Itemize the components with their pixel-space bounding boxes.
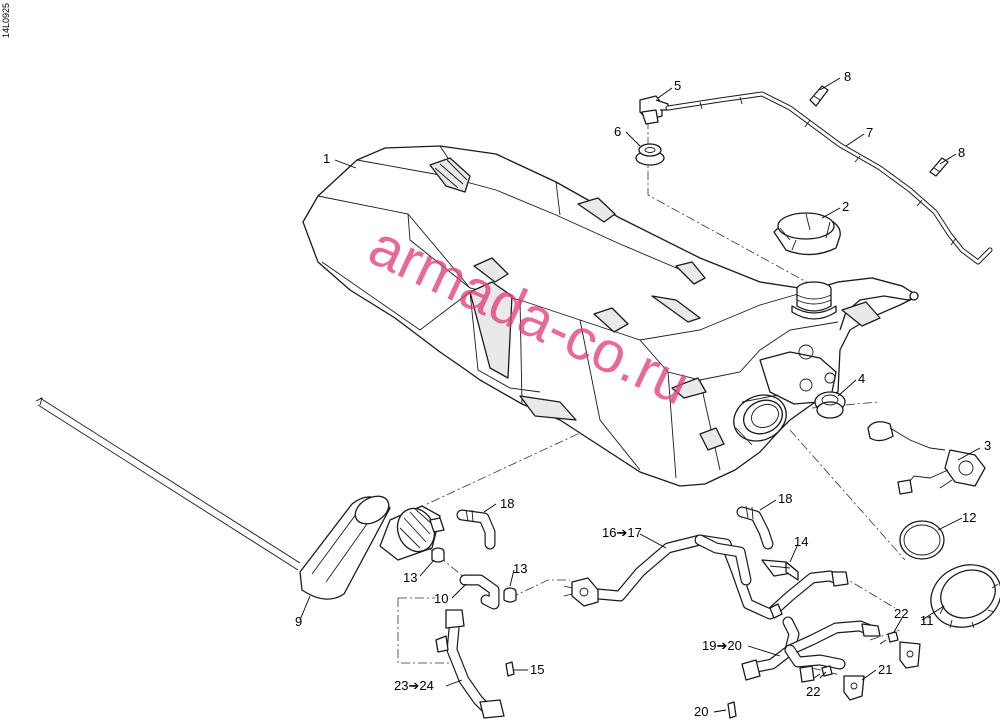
elbow-hose-right xyxy=(736,505,774,550)
callout-13-right: 13 xyxy=(513,561,527,576)
callout-14: 14 xyxy=(794,534,808,549)
callout-22-upper: 22 xyxy=(894,606,908,621)
hose-cap-right xyxy=(503,587,517,603)
drawing-id: 14L0925 xyxy=(1,3,11,38)
callout-20: 20 xyxy=(694,704,708,719)
fuel-tank xyxy=(302,145,919,487)
screw-lower xyxy=(813,665,833,679)
callout-3: 3 xyxy=(984,438,991,453)
callout-19-20: 19➔20 xyxy=(702,638,742,653)
callout-9: 9 xyxy=(295,614,302,629)
callout-10: 10 xyxy=(434,591,448,606)
hose-cap-left xyxy=(431,547,445,563)
callout-8-upper: 8 xyxy=(844,69,851,84)
callout-labels: 1 2 3 4 5 6 7 8 8 9 11 12 13 10 13 18 18… xyxy=(295,69,991,719)
pump-seal-ring xyxy=(899,520,945,560)
small-pin-20 xyxy=(727,701,737,719)
callout-8-lower: 8 xyxy=(958,145,965,160)
pump-lock-ring xyxy=(930,564,1000,629)
grommet xyxy=(635,143,665,166)
screw-upper xyxy=(879,631,899,645)
vent-tube xyxy=(665,91,993,265)
callout-16-17: 16➔17 xyxy=(602,525,642,540)
callout-6: 6 xyxy=(614,124,621,139)
vent-elbow-fitting xyxy=(639,95,669,125)
pump-outlet-hose xyxy=(435,609,505,719)
callout-leaders xyxy=(299,77,981,713)
drain-plug xyxy=(814,391,846,419)
callout-23-24: 23➔24 xyxy=(394,678,434,693)
vent-clip-upper xyxy=(809,85,829,107)
callout-11: 11 xyxy=(920,613,934,628)
callout-5: 5 xyxy=(674,78,681,93)
callout-21: 21 xyxy=(878,662,892,677)
callout-13-left: 13 xyxy=(403,570,417,585)
filler-cap xyxy=(773,212,841,256)
callout-7: 7 xyxy=(866,125,873,140)
callout-18-right: 18 xyxy=(778,491,792,506)
callout-12: 12 xyxy=(962,510,976,525)
fuel-line-assembly xyxy=(563,534,849,620)
short-fuel-hose xyxy=(459,574,500,610)
mounting-bracket-upper xyxy=(899,641,921,669)
mounting-bracket-lower xyxy=(843,675,865,701)
fuel-level-sensor xyxy=(867,421,986,495)
callout-2: 2 xyxy=(842,199,849,214)
vent-clip-lower xyxy=(929,157,949,177)
lower-hose-assembly xyxy=(741,616,881,683)
callout-22-lower: 22 xyxy=(806,684,820,699)
fuel-pump-module xyxy=(35,397,445,600)
callout-18-left: 18 xyxy=(500,496,514,511)
callout-1: 1 xyxy=(323,151,330,166)
elbow-hose-left xyxy=(456,509,496,550)
callout-15: 15 xyxy=(530,662,544,677)
callout-4: 4 xyxy=(858,371,865,386)
small-pin-15 xyxy=(505,661,515,677)
hose-bracket-clip xyxy=(761,559,799,581)
